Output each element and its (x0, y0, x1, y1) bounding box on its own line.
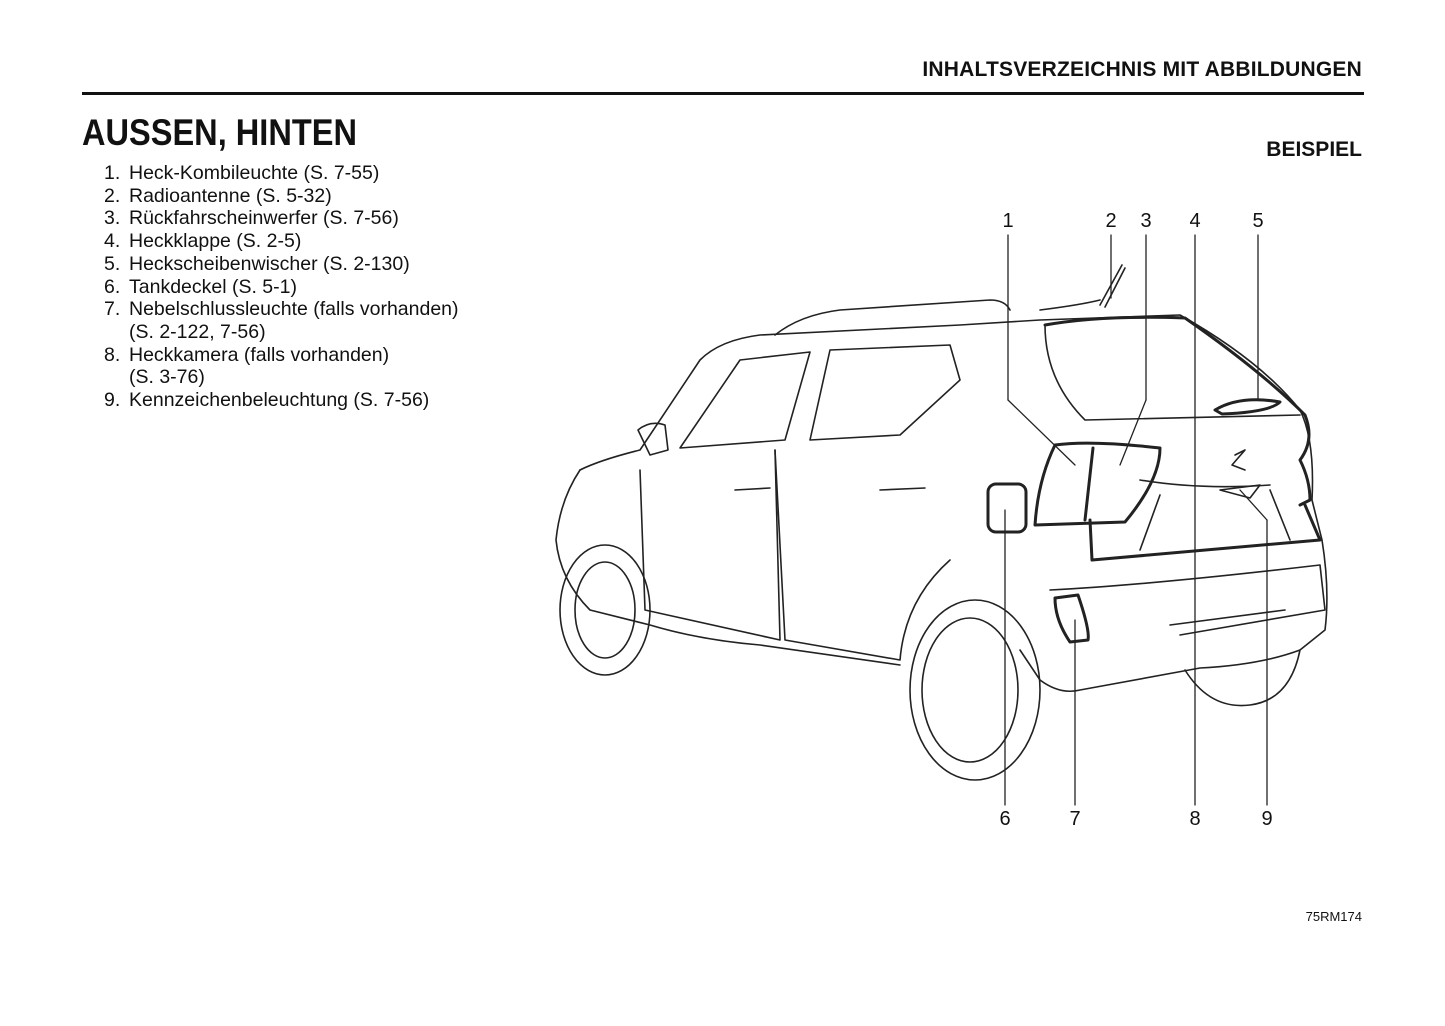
item-text: Heckklappe (S. 2-5) (129, 230, 302, 253)
item-number: 9. (104, 389, 121, 412)
list-item: 3. Rückfahrscheinwerfer (S. 7-56) (104, 207, 459, 230)
callout-2: 2 (1105, 210, 1117, 232)
list-item-cont: (S. 2-122, 7-56) (104, 321, 459, 344)
callout-5: 5 (1252, 210, 1264, 232)
item-text: Heckscheibenwischer (S. 2-130) (129, 252, 410, 275)
list-item: 1. Heck-Kombileuchte (S. 7-55) (104, 162, 459, 185)
item-text: Heck-Kombileuchte (S. 7-55) (129, 162, 380, 184)
callout-9: 9 (1261, 808, 1273, 830)
item-number: 1. (104, 162, 121, 184)
item-number: 2. (104, 184, 121, 207)
list-item: 2. Radioantenne (S. 5-32) (104, 185, 459, 208)
list-item: 4. Heckklappe (S. 2-5) (104, 230, 459, 253)
item-number: 3. (104, 207, 121, 230)
item-number: 8. (104, 343, 121, 366)
item-text: Radioantenne (S. 5-32) (129, 184, 332, 207)
item-text: Nebelschlussleuchte (falls vorhanden) (129, 298, 459, 321)
item-text: Heckkamera (falls vorhanden) (129, 343, 390, 366)
parts-list: 1. Heck-Kombileuchte (S. 7-55) 2. Radioant… (104, 162, 459, 412)
list-item: 9. Kennzeichenbeleuchtung (S. 7-56) (104, 389, 459, 412)
callout-4: 4 (1189, 210, 1201, 232)
list-item: 6. Tankdeckel (S. 5-1) (104, 276, 459, 299)
list-item-cont: (S. 3-76) (104, 366, 459, 389)
callout-8: 8 (1189, 808, 1201, 830)
header-rule (82, 92, 1364, 95)
item-number: 4. (104, 230, 121, 253)
item-number: 7. (104, 298, 121, 321)
item-text: Rückfahrscheinwerfer (S. 7-56) (129, 207, 399, 230)
item-text: (S. 2-122, 7-56) (129, 320, 266, 343)
callout-3: 3 (1140, 210, 1152, 232)
figure-code: 75RM174 (1305, 909, 1362, 924)
item-number: 6. (104, 275, 121, 298)
list-item: 8. Heckkamera (falls vorhanden) (104, 344, 459, 367)
list-item: 5. Heckscheibenwischer (S. 2-130) (104, 253, 459, 276)
section-header: INHALTSVERZEICHNIS MIT ABBILDUNGEN (922, 58, 1362, 81)
page-title: AUSSEN, HINTEN (82, 112, 357, 153)
example-label: BEISPIEL (1266, 138, 1362, 161)
callout-6: 6 (999, 808, 1011, 830)
callout-7: 7 (1069, 808, 1081, 830)
item-text: Kennzeichenbeleuchtung (S. 7-56) (129, 389, 430, 412)
item-text: (S. 3-76) (129, 366, 205, 389)
item-number: 5. (104, 252, 121, 275)
item-text: Tankdeckel (S. 5-1) (129, 275, 297, 298)
callout-1: 1 (1002, 210, 1014, 232)
list-item: 7. Nebelschlussleuchte (falls vorhanden) (104, 298, 459, 321)
